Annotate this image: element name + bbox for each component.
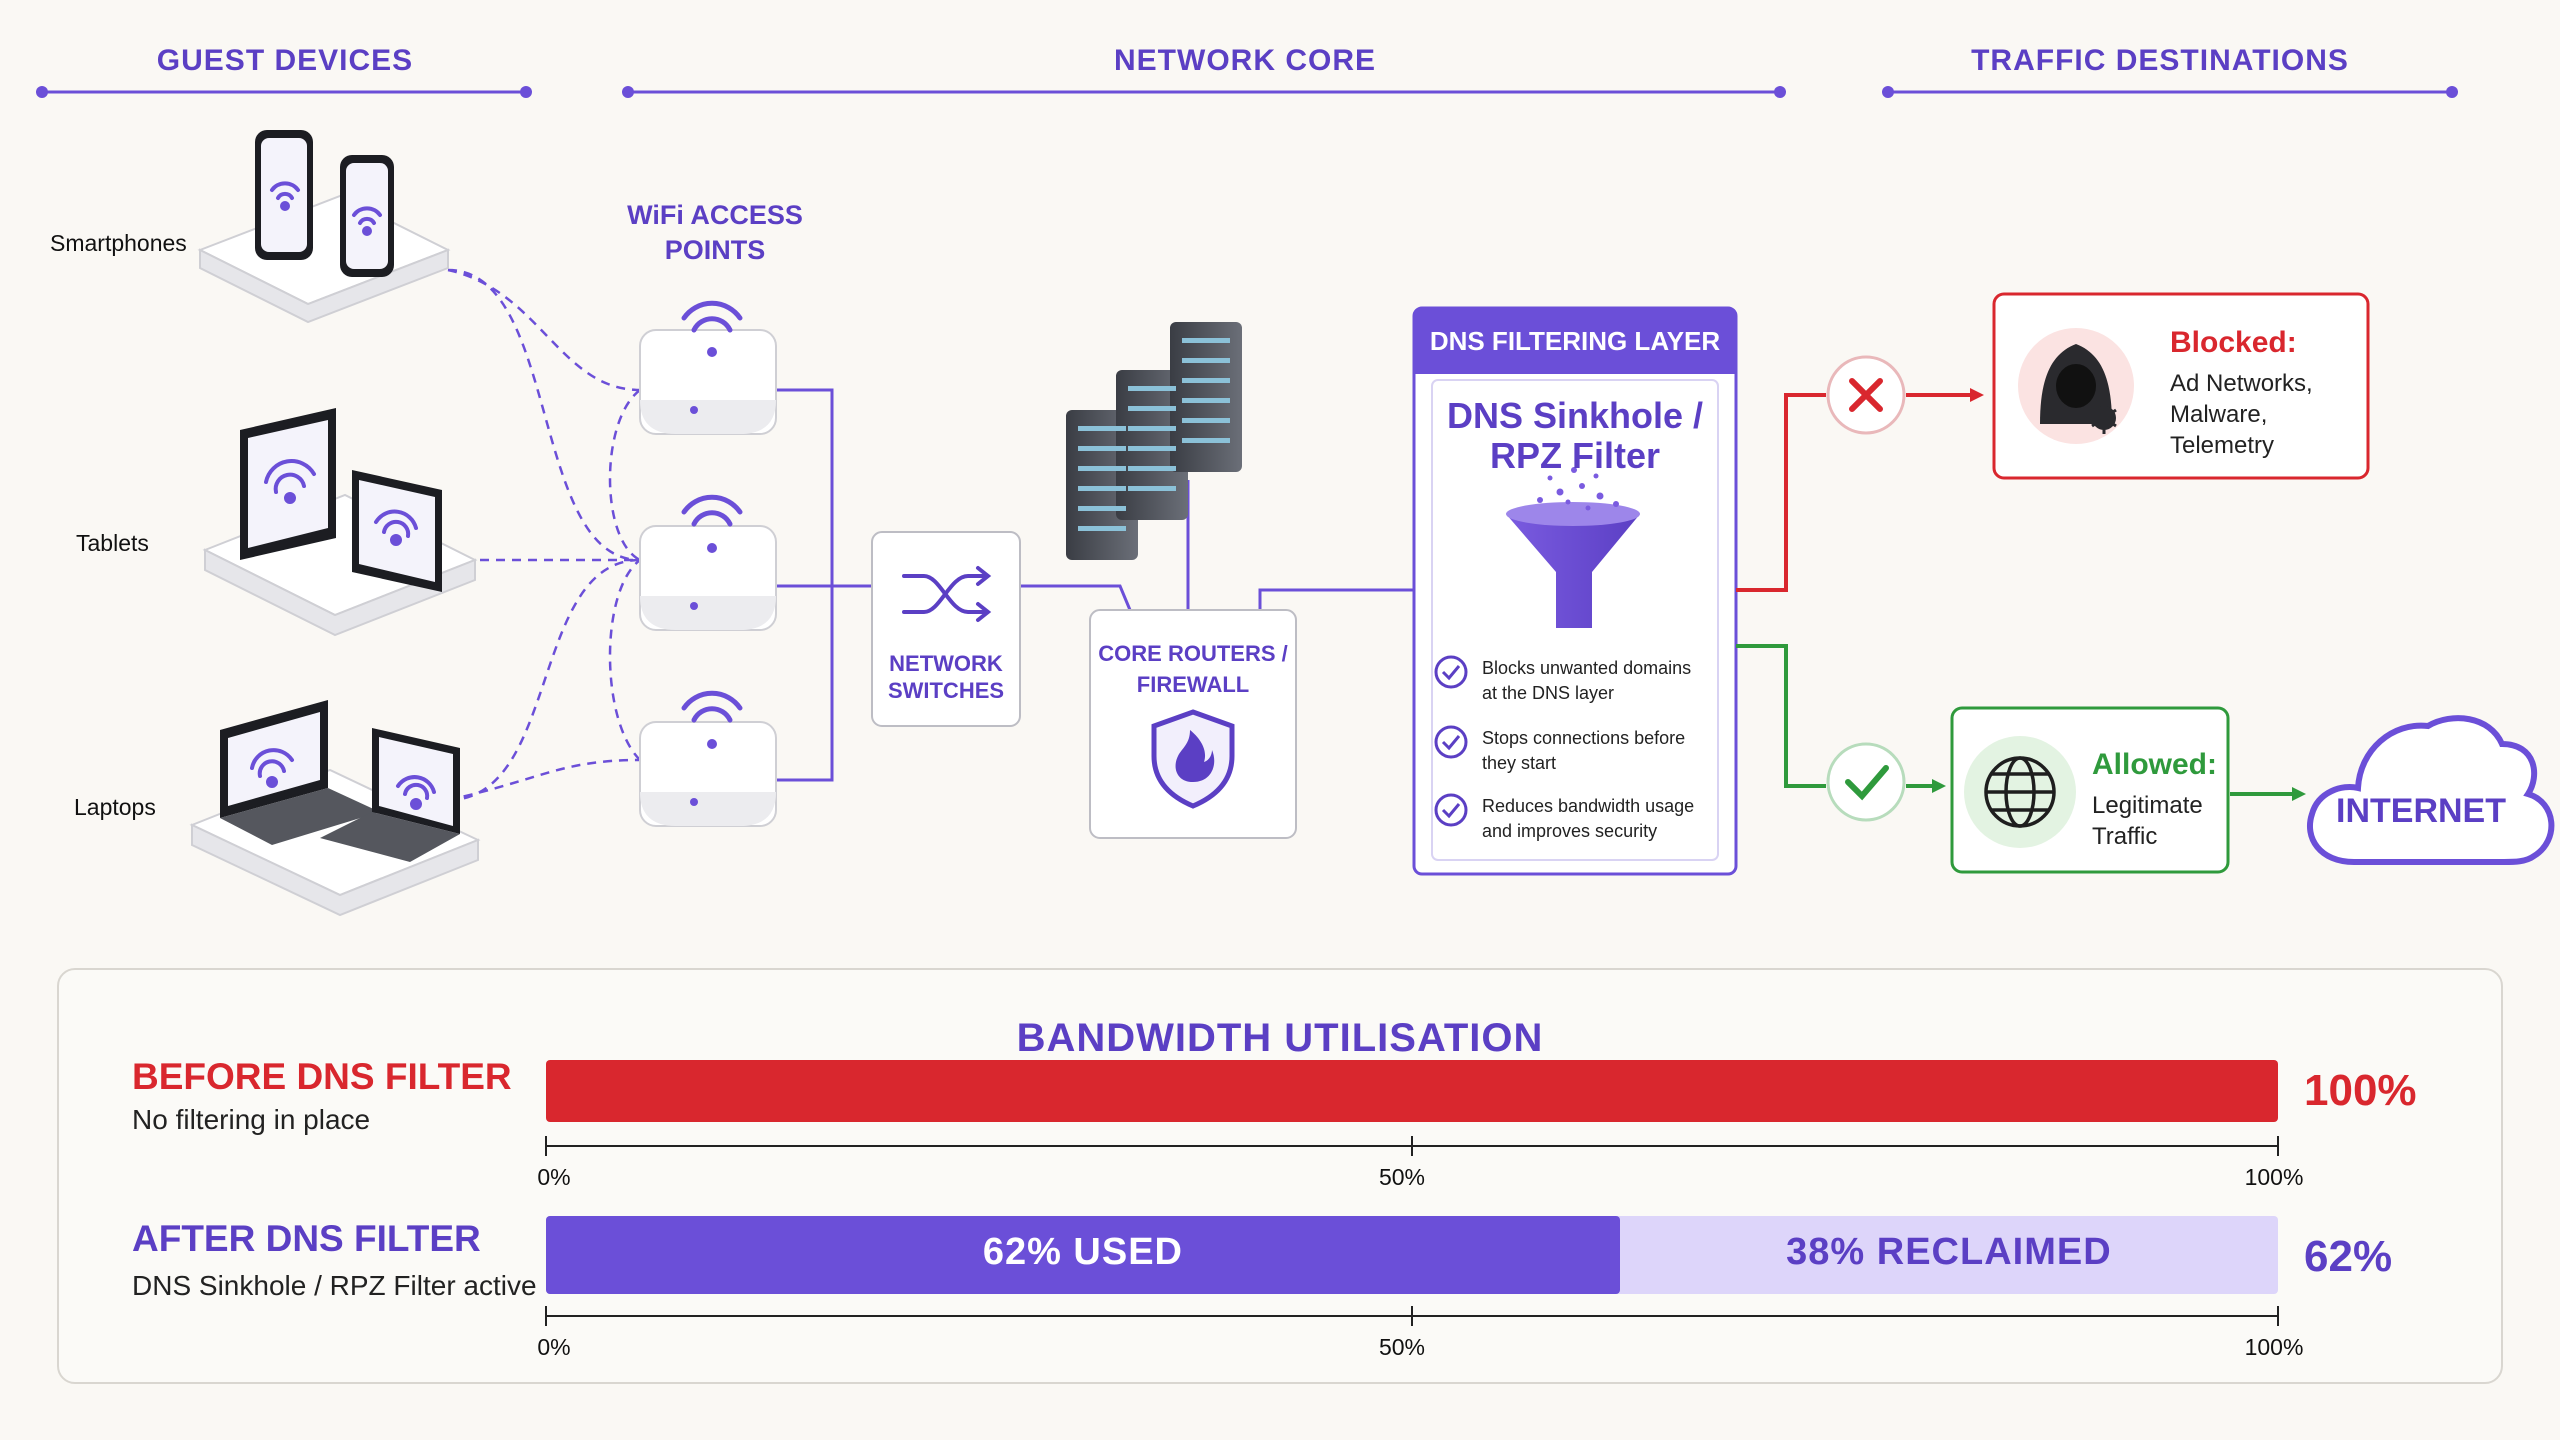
dns-filter-inner-frame — [1431, 379, 1719, 861]
hacker-icon — [2018, 328, 2134, 444]
dns-sinkhole-title: DNS Sinkhole / RPZ Filter — [1446, 395, 1704, 476]
allowed-list: Legitimate Traffic — [2092, 792, 2203, 850]
after-tick-0: 0% — [537, 1334, 571, 1360]
device-label-laptops: Laptops — [74, 794, 156, 820]
before-tick-0: 0% — [537, 1164, 571, 1190]
diagram-canvas — [36, 86, 2555, 917]
access-point-2-wifi-icon — [681, 494, 743, 527]
bandwidth-panel — [57, 968, 2503, 1384]
section-title-traffic-destinations: TRAFFIC DESTINATIONS — [1971, 44, 2349, 77]
section-line-guest-devices — [36, 86, 532, 98]
check-circle-icon — [1434, 655, 1468, 827]
before-filter-heading: BEFORE DNS FILTER — [132, 1056, 512, 1097]
access-point-1 — [639, 329, 777, 435]
tablets-platform — [202, 408, 478, 637]
before-tick-100: 100% — [2244, 1164, 2304, 1190]
after-tick-50: 50% — [1378, 1334, 1426, 1360]
server-rack-icon — [1066, 322, 1242, 560]
dns-feature-2: Stops connections before they start — [1482, 728, 1686, 773]
ap-switch-links — [776, 388, 1414, 782]
tablets-wifi-icon — [264, 459, 418, 546]
before-axis — [545, 1136, 2279, 1156]
cloud-icon — [2307, 715, 2555, 865]
blocked-path — [1736, 388, 1984, 592]
after-axis — [545, 1306, 2279, 1326]
laptops-platform — [189, 700, 481, 917]
access-point-2 — [639, 525, 777, 631]
globe-icon — [1964, 736, 2076, 848]
blocked-title: Blocked: — [2170, 326, 2297, 359]
core-routers-label: CORE ROUTERS / FIREWALL — [1098, 641, 1288, 697]
dns-filtering-layer-header: DNS FILTERING LAYER — [1429, 326, 1721, 356]
network-switches-label: NETWORK SWITCHES — [887, 651, 1005, 703]
section-line-network-core — [622, 86, 1786, 98]
reclaimed-label: 38% RECLAIMED — [1786, 1231, 2112, 1273]
blocked-list: Ad Networks, Malware, Telemetry — [2170, 370, 2313, 459]
device-links — [447, 268, 641, 802]
after-filter-heading: AFTER DNS FILTER — [132, 1218, 481, 1259]
shuffle-icon — [902, 566, 992, 622]
smartphones-wifi-icon — [270, 181, 382, 236]
section-title-guest-devices: GUEST DEVICES — [156, 44, 414, 77]
allowed-check-icon — [1826, 742, 1906, 822]
allowed-path — [1736, 644, 2306, 801]
before-percent: 100% — [2304, 1066, 2417, 1115]
after-tick-100: 100% — [2244, 1334, 2304, 1360]
laptops-wifi-icon — [250, 748, 436, 810]
device-label-tablets: Tablets — [76, 530, 149, 556]
dns-feature-3: Reduces bandwidth usage and improves sec… — [1482, 796, 1695, 841]
funnel-icon — [1506, 467, 1640, 628]
after-filter-subtitle: DNS Sinkhole / RPZ Filter active — [132, 1270, 537, 1301]
access-point-3-wifi-icon — [681, 690, 743, 723]
before-usage-bar — [546, 1060, 2278, 1122]
after-percent: 62% — [2304, 1232, 2393, 1281]
before-tick-50: 50% — [1378, 1164, 1426, 1190]
smartphones-platform — [197, 130, 451, 324]
section-line-traffic-destinations — [1882, 86, 2458, 98]
bandwidth-title: BANDWIDTH UTILISATION — [1016, 1016, 1544, 1060]
after-used-bar — [546, 1216, 1620, 1294]
section-title-network-core: NETWORK CORE — [1114, 44, 1376, 77]
blocked-x-icon — [1826, 355, 1906, 435]
dns-feature-1: Blocks unwanted domains at the DNS layer — [1482, 658, 1692, 703]
access-point-1-wifi-icon — [681, 300, 743, 333]
allowed-title: Allowed: — [2092, 748, 2217, 781]
internet-label: INTERNET — [2336, 792, 2506, 830]
wifi-access-points-title: WiFi ACCESS POINTS — [627, 200, 803, 265]
dns-filter-header-bar — [1414, 308, 1736, 374]
access-point-3 — [639, 721, 777, 827]
device-label-smartphones: Smartphones — [50, 230, 187, 256]
shield-flame-icon — [1151, 709, 1235, 809]
before-filter-subtitle: No filtering in place — [132, 1104, 371, 1135]
used-label: 62% USED — [982, 1231, 1184, 1273]
